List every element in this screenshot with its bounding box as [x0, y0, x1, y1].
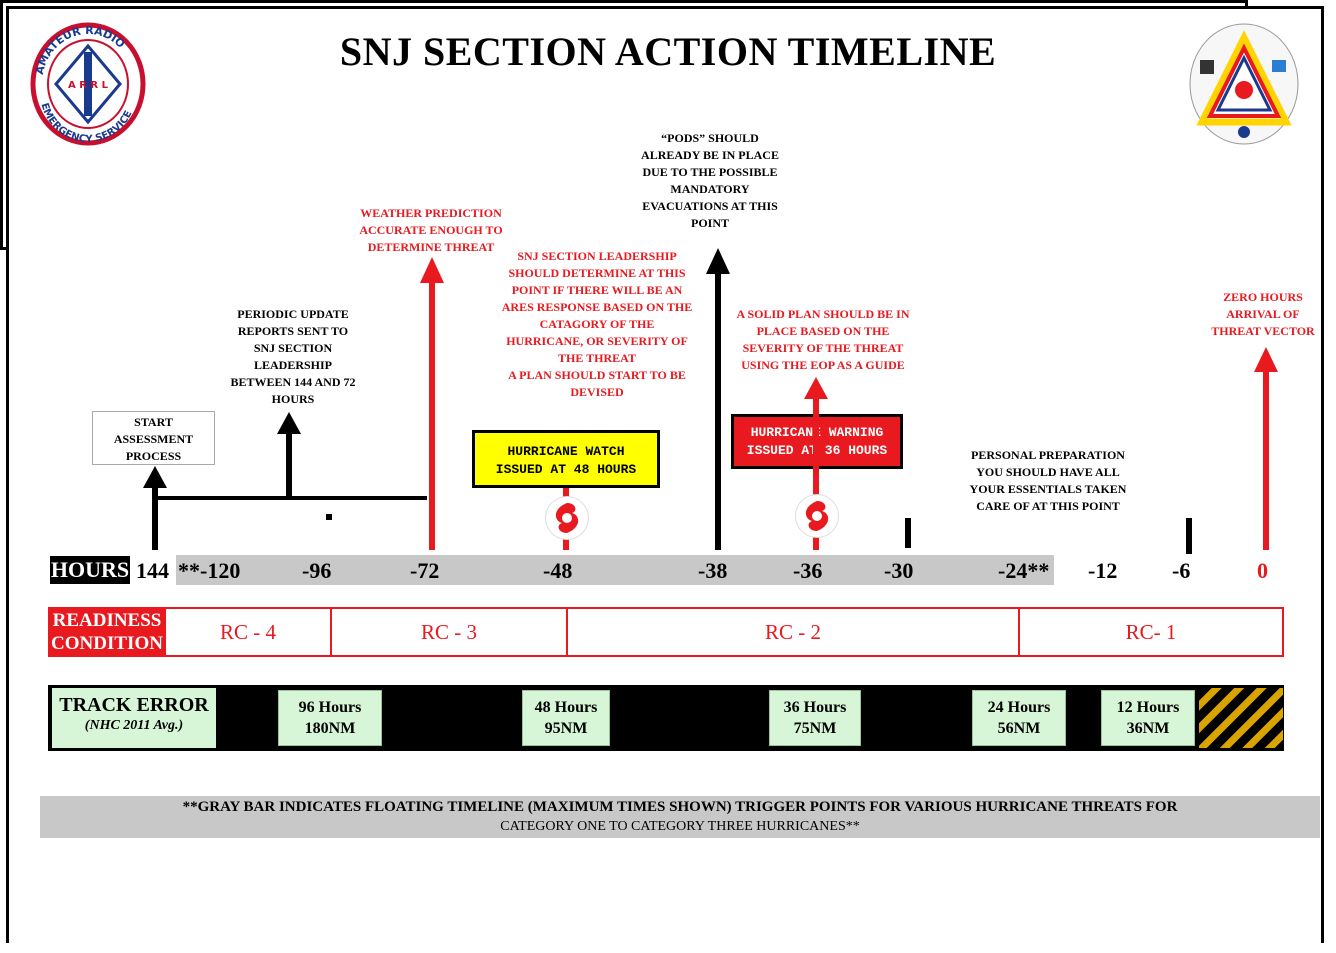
weather-prediction-note: WEATHER PREDICTION ACCURATE ENOUGH TO DE… — [359, 206, 503, 254]
track-cell-hours: 12 Hours — [1116, 699, 1180, 716]
svg-text:A R R L: A R R L — [68, 80, 109, 91]
tick-label: -72 — [410, 558, 440, 583]
track-error-label-cell: TRACK ERROR (NHC 2011 Avg.) — [52, 688, 216, 748]
rc-segment: RC - 3 — [330, 607, 568, 657]
skywarn-alliance-logo — [1186, 20, 1302, 148]
tick-label: 0 — [1257, 558, 1268, 583]
track-cell: 12 Hours 36NM — [1101, 690, 1195, 746]
periodic-arrow-shaft — [286, 432, 292, 498]
track-cell-nm: 180NM — [304, 720, 356, 737]
track-cell-hours: 48 Hours — [534, 699, 598, 716]
warning-arrow-shaft — [813, 398, 819, 550]
pods-arrow-head — [706, 248, 730, 274]
track-cell-hours: 24 Hours — [987, 699, 1051, 716]
track-cell-nm: 95NM — [544, 720, 588, 737]
ares-logo: AMATEUR RADIO EMERGENCY SERVICE A R R L — [30, 22, 146, 146]
start-arrow-head — [143, 466, 167, 488]
weather-arrow-head — [420, 257, 444, 283]
tick-label: 144 — [136, 558, 169, 583]
zero-arrow-shaft — [1263, 370, 1269, 550]
tick-label: -48 — [543, 558, 573, 583]
leadership-note: SNJ SECTION LEADERSHIP SHOULD DETERMINE … — [500, 248, 694, 401]
track-cell: 96 Hours 180NM — [278, 690, 382, 746]
track-cell: 24 Hours 56NM — [972, 690, 1066, 746]
warning-arrow-head — [804, 377, 828, 399]
personal-preparation-note: PERSONAL PREPARATION YOU SHOULD HAVE ALL… — [969, 448, 1127, 513]
page-title: SNJ SECTION ACTION TIMELINE — [339, 29, 997, 74]
tick-label: -12 — [1088, 558, 1118, 583]
solid-plan-note: A SOLID PLAN SHOULD BE IN PLACE BASED ON… — [736, 307, 910, 372]
hurricane-icon-watch — [545, 496, 589, 540]
leadership-note-plan: A PLAN SHOULD START TO BE DEVISED — [508, 368, 686, 399]
track-error-label: TRACK ERROR — [59, 694, 209, 716]
footer-line-1: **GRAY BAR INDICATES FLOATING TIMELINE (… — [182, 799, 1178, 815]
tick-label: -36 — [793, 558, 823, 583]
zero-arrow-head — [1254, 347, 1278, 372]
tick-label: -30 — [884, 558, 914, 583]
zero-hours-note: ZERO HOURS ARRIVAL OF THREAT VECTOR — [1211, 290, 1315, 338]
rc-segment: RC- 1 — [1018, 607, 1284, 657]
hurricane-watch-text: HURRICANE WATCH ISSUED AT 48 HOURS — [495, 444, 637, 477]
floating-timeline-bar — [176, 555, 1054, 585]
tick-label: -6 — [1172, 558, 1191, 583]
periodic-arrow-head — [277, 412, 301, 434]
hazard-stripes — [1199, 688, 1283, 748]
rc-segment: RC - 2 — [566, 607, 1020, 657]
hours-label: HOURS — [50, 556, 130, 584]
hurricane-icon-warning — [795, 494, 839, 538]
connector-line — [155, 496, 427, 500]
tick-label: -96 — [302, 558, 332, 583]
leadership-note-text: SNJ SECTION LEADERSHIP SHOULD DETERMINE … — [501, 249, 693, 365]
tick-label: -24** — [998, 558, 1050, 583]
footer-note: **GRAY BAR INDICATES FLOATING TIMELINE (… — [40, 796, 1320, 838]
track-cell-nm: 36NM — [1126, 720, 1170, 737]
rc-segment: RC - 4 — [164, 607, 332, 657]
track-cell: 48 Hours 95NM — [522, 690, 610, 746]
track-error-sublabel: (NHC 2011 Avg.) — [84, 718, 184, 733]
weather-arrow-shaft — [429, 282, 435, 550]
track-error-band — [48, 685, 1284, 751]
periodic-update-note: PERIODIC UPDATE REPORTS SENT TO SNJ SECT… — [230, 307, 356, 406]
pods-note: “PODS” SHOULD ALREADY BE IN PLACE DUE TO… — [641, 131, 779, 230]
tick-label: -38 — [698, 558, 728, 583]
tick-mark-minus30 — [905, 518, 911, 548]
track-cell-hours: 96 Hours — [298, 699, 362, 716]
track-cell: 36 Hours 75NM — [769, 690, 861, 746]
tick-mark-minus96 — [326, 514, 332, 520]
footer-line-2: CATEGORY ONE TO CATEGORY THREE HURRICANE… — [500, 819, 860, 834]
start-assessment-box: START ASSESSMENT PROCESS — [92, 411, 215, 465]
hurricane-watch-box: HURRICANE WATCH ISSUED AT 48 HOURS — [472, 430, 660, 488]
pods-arrow-shaft — [715, 272, 721, 550]
readiness-label: READINESS CONDITION — [48, 607, 166, 657]
page-frame — [6, 6, 1324, 943]
track-cell-nm: 75NM — [793, 720, 837, 737]
tick-label: **-120 — [178, 558, 241, 583]
tick-mark-minus6 — [1186, 518, 1192, 554]
track-cell-hours: 36 Hours — [783, 699, 847, 716]
track-cell-nm: 56NM — [997, 720, 1041, 737]
start-arrow-shaft — [152, 486, 158, 550]
